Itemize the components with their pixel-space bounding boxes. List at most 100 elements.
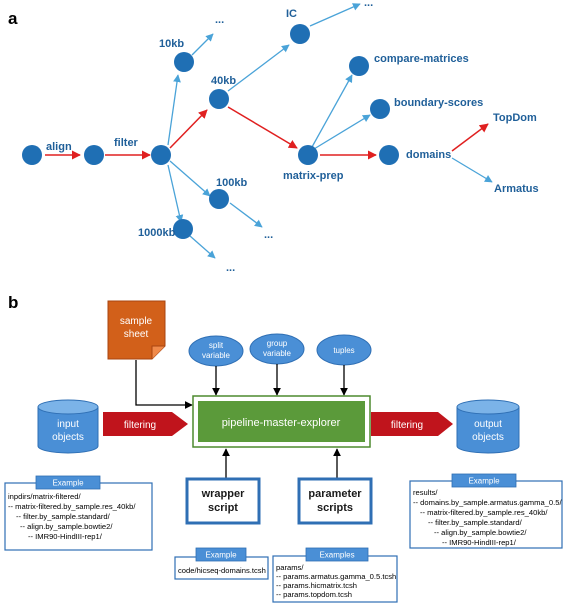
panel-a-labels: align filter 10kb 40kb 100kb 1000kb IC m… [46,0,539,274]
variables: split variable group variable tuples [188,333,372,367]
split-variable-label-2: variable [202,351,231,360]
example-left-line-1: -- matrix-filtered.by_sample.res_40kb/ [8,502,136,511]
panel-b-letter: b [8,293,18,312]
label-ellipsis-100kb: ... [264,229,273,241]
wrapper-script-box: wrapper script [185,477,261,525]
edge-domains-topdom [451,123,489,152]
edge-domains-armatus [451,157,493,183]
edge-40kb-matrixprep [227,106,298,149]
node-compare-matrices [349,56,369,76]
edge-filter-100kb [169,160,211,197]
example-left-line-0: inpdirs/matrix-filtered/ [8,492,81,501]
example-right-line-1: -- domains.by_sample.armatus.gamma_0.5/ [413,498,562,507]
edge-100kb-more [229,202,263,228]
input-objects-label-2: objects [52,432,84,443]
sample-sheet: sample sheet [107,300,166,360]
parameter-scripts-label-1: parameter [308,488,362,500]
input-objects-label-1: input [57,419,79,430]
node-align [84,145,104,165]
example-right-line-4: -- align.by_sample.bowtie2/ [434,528,527,537]
example-right-title: Example [468,477,500,486]
label-boundary-scores: boundary-scores [394,97,483,109]
panel-a-nodes [22,24,399,239]
group-variable-label-1: group [267,339,288,348]
node-100kb [209,189,229,209]
example-right-line-2: -- matrix-filtered.by_sample.res_40kb/ [420,508,548,517]
output-objects-cylinder: output objects [456,399,520,454]
node-10kb [174,52,194,72]
tuples-label: tuples [333,346,354,355]
label-1000kb: 1000kb [138,227,176,239]
sample-sheet-label-2: sheet [124,329,149,340]
examples-params-line-2: -- params.hicmatrix.tcsh [276,581,357,590]
filtering-right: filtering [371,412,453,436]
pipeline-master-explorer-box: pipeline-master-explorer [192,395,371,448]
example-left-line-3: -- align.by_sample.bowtie2/ [20,522,113,531]
panel-b-connectors [135,360,348,478]
edge-ic-more [309,3,361,27]
label-matrix-prep: matrix-prep [283,170,344,182]
wrapper-script-label-1: wrapper [201,488,246,500]
edge-40kb-ic [227,44,290,92]
node-start [22,145,42,165]
example-wrapper-title: Example [205,551,237,560]
group-variable-label-2: variable [263,349,292,358]
node-ic [290,24,310,44]
output-objects-label-1: output [474,419,502,430]
wrapper-script-label-2: script [208,502,238,514]
label-align: align [46,141,72,153]
edge-mp-boundary [313,114,371,150]
label-filter: filter [114,137,139,149]
sample-sheet-label-1: sample [120,316,153,327]
example-right-line-0: results/ [413,488,438,497]
node-domains [379,145,399,165]
label-ellipsis-10kb: ... [215,14,224,26]
edge-10kb-more [191,33,214,56]
examples-params-title: Examples [319,551,354,560]
panel-a-edges [45,3,493,259]
label-10kb: 10kb [159,38,184,50]
label-armatus: Armatus [494,183,539,195]
edge-filter-10kb [167,74,181,146]
filtering-right-label: filtering [391,420,423,431]
label-topdom: TopDom [493,112,537,124]
example-right-line-5: -- IMR90-HindIII-rep1/ [442,538,517,547]
input-objects-cylinder: input objects [37,399,99,454]
example-left-title: Example [52,479,84,488]
edge-filter-40kb [169,109,208,149]
examples-params-line-0: params/ [276,563,304,572]
examples-params-line-3: -- params.topdom.tcsh [276,590,352,599]
example-left-line-4: -- IMR90-HindIII-rep1/ [28,532,103,541]
filtering-left: filtering [103,412,188,436]
edge-filter-1000kb [167,164,184,223]
output-objects-label-2: objects [472,432,504,443]
example-wrapper: Example code/hicseq-domains.tcsh [174,547,269,580]
label-ellipsis-ic: ... [364,0,373,9]
examples-params-line-1: -- params.armatus.gamma_0.5.tcsh [276,572,396,581]
label-domains: domains [406,149,451,161]
example-left-line-2: -- filter.by_sample.standard/ [16,512,111,521]
example-wrapper-line-0: code/hicseq-domains.tcsh [178,566,266,575]
example-right: Example results/ -- domains.by_sample.ar… [409,473,563,549]
examples-params: Examples params/ -- params.armatus.gamma… [272,547,398,603]
node-matrix-prep [298,145,318,165]
panel-a-letter: a [8,9,18,28]
label-100kb: 100kb [216,177,247,189]
parameter-scripts-box: parameter scripts [297,477,373,525]
edge-1000kb-more [189,235,216,259]
label-ic: IC [286,8,297,20]
label-ellipsis-1000kb: ... [226,262,235,274]
master-label: pipeline-master-explorer [222,417,341,429]
example-right-line-3: -- filter.by_sample.standard/ [428,518,523,527]
label-compare-matrices: compare-matrices [374,53,469,65]
node-40kb [209,89,229,109]
edge-mp-compare [311,74,353,148]
filtering-left-label: filtering [124,420,156,431]
parameter-scripts-label-2: scripts [317,502,353,514]
node-boundary-scores [370,99,390,119]
label-40kb: 40kb [211,75,236,87]
node-1000kb [173,219,193,239]
node-filter [151,145,171,165]
split-variable-label-1: split [209,341,224,350]
